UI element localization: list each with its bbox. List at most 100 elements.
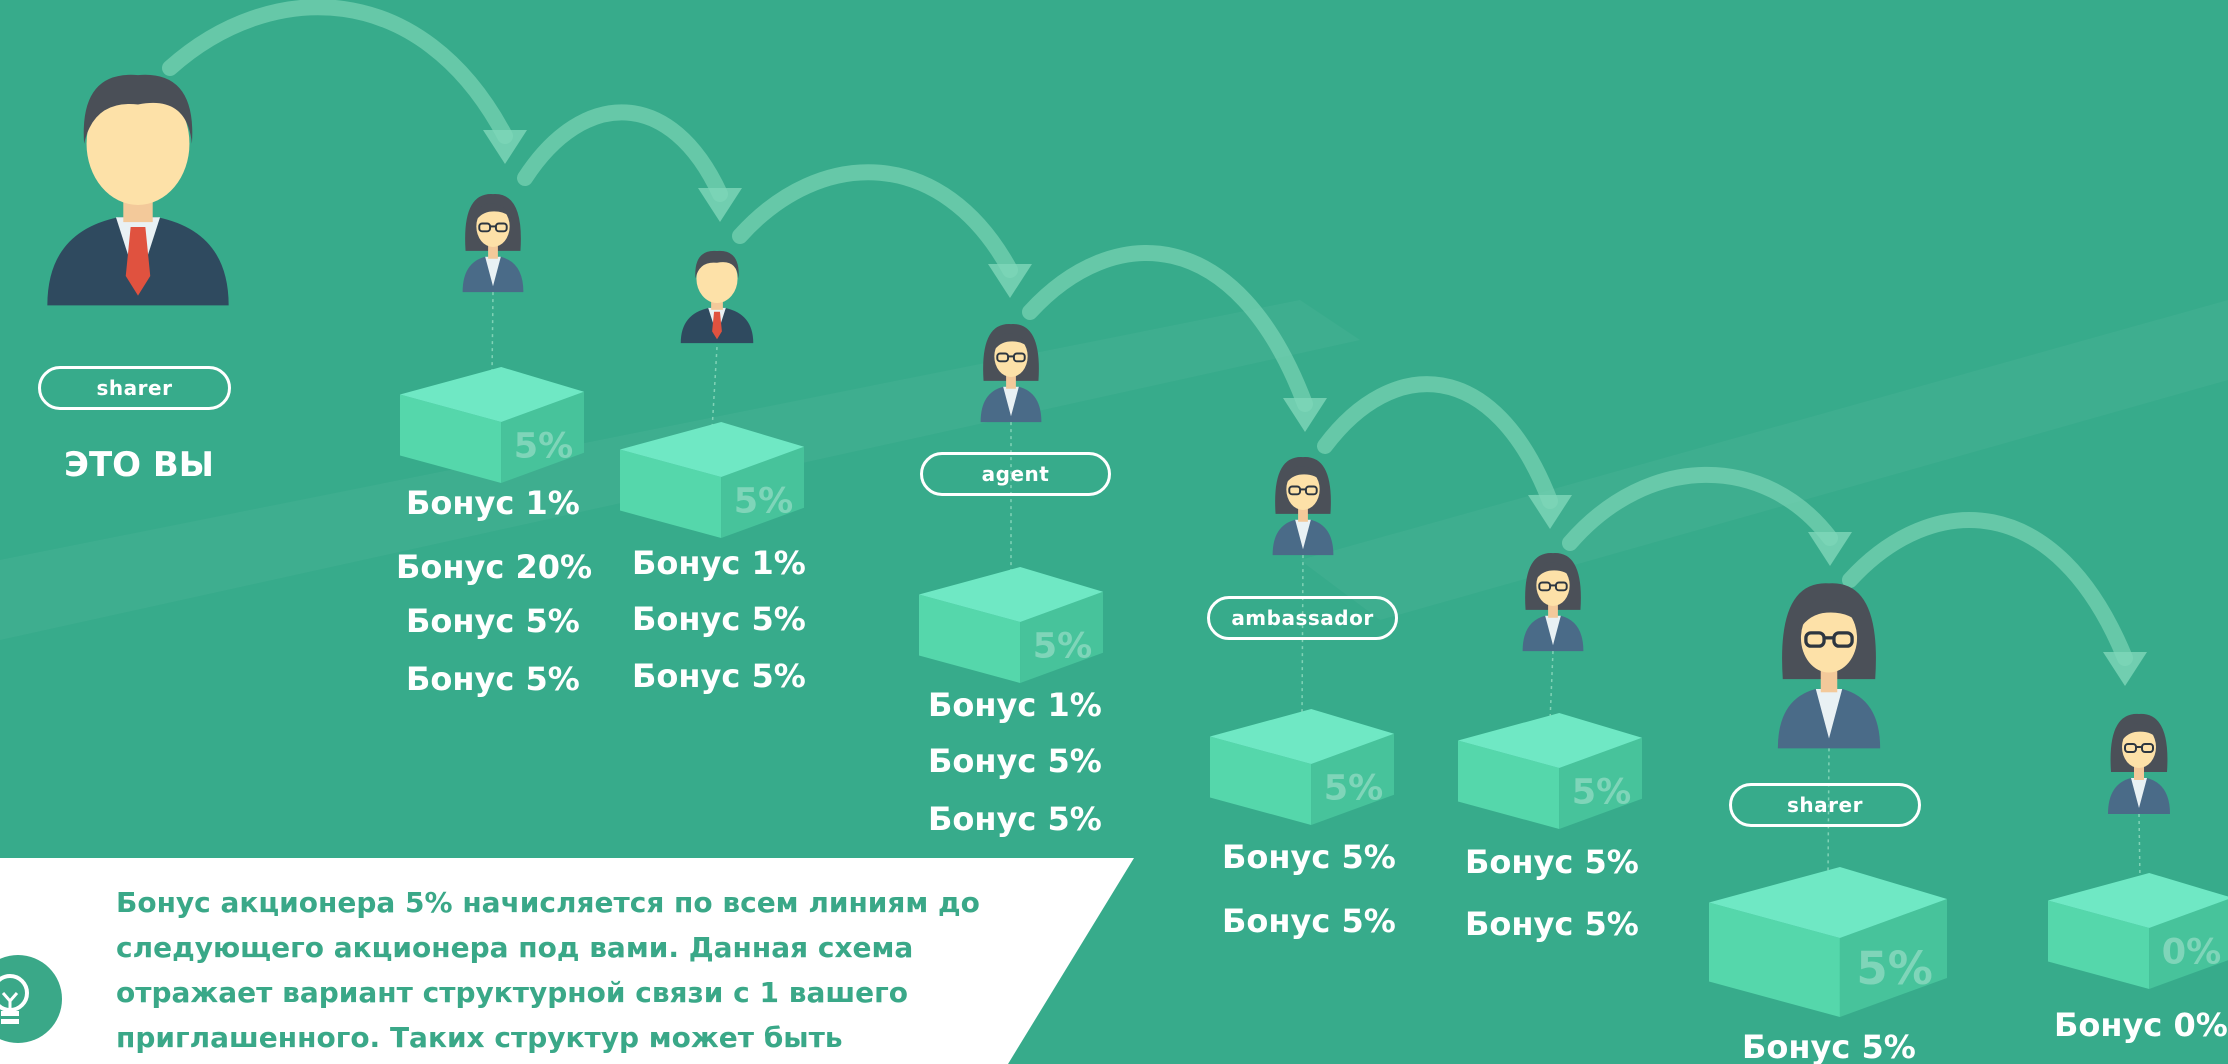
box-left-face <box>400 394 502 483</box>
head <box>86 82 190 205</box>
arrow-head-icon <box>988 264 1032 298</box>
arrow-head-icon <box>1528 495 1572 529</box>
curved-arrow <box>1562 466 1838 551</box>
man-avatar-icon <box>680 250 754 344</box>
curved-arrow <box>1842 512 2133 666</box>
curved-arrow <box>517 104 728 202</box>
dotted-connector <box>2138 813 2141 882</box>
dotted-connector <box>1549 651 1554 722</box>
bonus-text: Бонус 5% <box>1742 1028 1916 1064</box>
box-left-face <box>1709 902 1840 1017</box>
bangs <box>992 333 1031 354</box>
tie-icon <box>712 311 722 340</box>
neck <box>1548 604 1558 618</box>
arrow-head-icon <box>698 188 742 222</box>
arrow-head-icon <box>1283 398 1327 432</box>
box-top-face <box>2048 873 2228 928</box>
box-top-face <box>400 367 584 422</box>
percent-box: 5% <box>1210 709 1394 825</box>
bonus-text: Бонус 0% <box>2054 1006 2228 1044</box>
dotted-connector <box>711 347 718 431</box>
bonus-text: Бонус 5% <box>632 600 806 638</box>
percent-box: 0% <box>2048 873 2228 989</box>
neck <box>488 245 498 259</box>
bonus-text: Бонус 5% <box>1222 838 1396 876</box>
head <box>696 253 738 303</box>
percent-box: 5% <box>1458 713 1642 829</box>
glasses-icon <box>478 222 492 233</box>
box-left-face <box>919 594 1021 683</box>
box-right-face <box>1839 898 1947 1017</box>
bonus-text: Бонус 5% <box>406 602 580 640</box>
woman-avatar-icon <box>462 194 524 293</box>
box-top-face <box>1709 867 1947 938</box>
note-panel <box>0 858 1134 1064</box>
percent-box: 5% <box>400 367 584 483</box>
glasses-icon <box>996 352 1010 363</box>
shirt <box>1815 689 1843 739</box>
curved-arrow <box>1317 376 1558 509</box>
background-streak <box>1300 300 2228 620</box>
bonus-text: Бонус 5% <box>1465 843 1639 881</box>
bonus-text: Бонус 1% <box>928 686 1102 724</box>
bonus-text: Бонус 5% <box>406 660 580 698</box>
hair <box>83 74 193 144</box>
woman-avatar-icon <box>980 324 1042 423</box>
neck <box>711 298 723 310</box>
shirt <box>1295 519 1311 550</box>
woman-avatar-icon <box>1272 457 1334 556</box>
glasses-icon <box>1012 352 1026 363</box>
bonus-text: Бонус 1% <box>632 544 806 582</box>
shirt <box>485 256 501 287</box>
bonus-text: Бонус 5% <box>1465 905 1639 943</box>
glasses-icon <box>1538 581 1552 592</box>
percent-box: 5% <box>620 422 804 538</box>
you-caption: ЭТО ВЫ <box>64 445 215 485</box>
box-top-face <box>1458 713 1642 768</box>
box-right-face <box>501 391 584 483</box>
box-percent-label: 5% <box>734 481 793 521</box>
box-percent-label: 5% <box>1033 626 1092 666</box>
shirt <box>1545 615 1561 646</box>
man-avatar-icon <box>47 74 229 306</box>
curved-arrow <box>162 0 513 144</box>
box-left-face <box>2048 900 2150 989</box>
box-left-face <box>620 449 722 538</box>
box-percent-label: 5% <box>1572 772 1631 812</box>
bangs <box>474 203 513 224</box>
curved-arrow <box>1022 245 1313 412</box>
shirt <box>2131 778 2147 808</box>
shirt <box>1003 386 1019 417</box>
neck <box>1820 669 1838 693</box>
lightbulb-icon <box>0 955 62 1043</box>
box-percent-label: 0% <box>2162 932 2221 972</box>
rank-pill-sharer: sharer <box>1729 783 1921 827</box>
bonus-text: Бонус 5% <box>1222 902 1396 940</box>
box-left-face <box>1210 736 1312 825</box>
box-top-face <box>1210 709 1394 764</box>
rank-pill-sharer: sharer <box>38 366 231 410</box>
bangs <box>1797 598 1862 633</box>
arrow-head-icon <box>1808 532 1852 566</box>
box-percent-label: 5% <box>1856 942 1932 995</box>
box-top-face <box>919 567 1103 622</box>
percent-box: 5% <box>919 567 1103 683</box>
bonus-text: Бонус 1% <box>406 484 580 522</box>
bangs <box>1284 466 1323 487</box>
box-top-face <box>620 422 804 477</box>
percent-box: 5% <box>1709 867 1947 1017</box>
rank-pill-agent: agent <box>920 452 1111 496</box>
bangs <box>2120 723 2159 744</box>
box-left-face <box>1458 740 1560 829</box>
curved-arrow <box>732 164 1018 278</box>
bonus-text: Бонус 5% <box>928 800 1102 838</box>
box-percent-label: 5% <box>1324 768 1383 808</box>
box-right-face <box>2149 899 2228 989</box>
dotted-connector <box>1301 555 1304 718</box>
tie-icon <box>125 227 151 296</box>
woman-avatar-icon <box>1522 553 1584 652</box>
box-percent-label: 5% <box>514 426 573 466</box>
box-right-face <box>721 446 804 538</box>
